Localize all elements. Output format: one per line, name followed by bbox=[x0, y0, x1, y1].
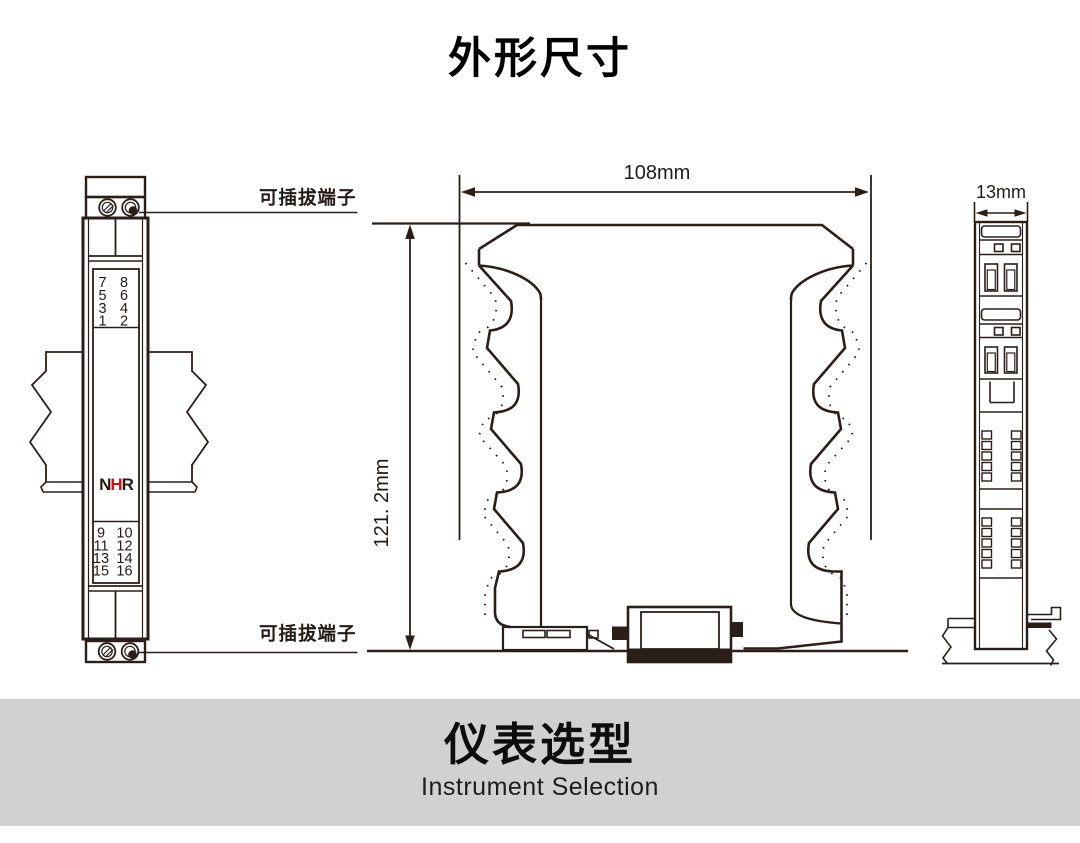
arrowhead-left bbox=[975, 209, 988, 217]
terminal-number: 15 bbox=[93, 564, 109, 580]
terminal-number: 9 bbox=[97, 526, 105, 542]
terminal-number: 5 bbox=[98, 288, 106, 304]
arrowhead-right bbox=[855, 187, 869, 197]
arrowhead-up bbox=[405, 224, 415, 239]
dimension-width: 108mm bbox=[458, 162, 872, 540]
dimension-depth: 13mm bbox=[973, 182, 1029, 222]
front-view: 7 8 5 6 3 4 1 2 NHR 9 10 11 12 13 14 15 … bbox=[28, 175, 358, 664]
terminal-number: 1 bbox=[98, 314, 106, 330]
din-rail-end bbox=[941, 606, 1062, 666]
page-title: 外形尺寸 bbox=[448, 35, 632, 83]
depth-dimension-label: 13mm bbox=[976, 182, 1026, 202]
logo-letter-h: H bbox=[110, 475, 122, 494]
terminal-number: 10 bbox=[116, 526, 132, 542]
logo-letter-n: N bbox=[99, 475, 111, 494]
terminal-number: 6 bbox=[120, 288, 128, 304]
pluggable-terminal-label-bottom: 可插拔端子 bbox=[259, 623, 357, 644]
end-view: 13mm bbox=[941, 182, 1062, 666]
bus-connector bbox=[612, 605, 743, 664]
terminal-number: 8 bbox=[120, 275, 128, 291]
logo-letter-r: R bbox=[122, 475, 134, 494]
lower-terminal-numbers: 9 10 11 12 13 14 15 16 bbox=[93, 526, 133, 580]
screw-icon bbox=[121, 198, 140, 217]
width-dimension-label: 108mm bbox=[624, 162, 691, 184]
banner-subtitle: Instrument Selection bbox=[421, 772, 659, 801]
dimension-height: 121. 2mm bbox=[371, 222, 530, 650]
terminal-number: 2 bbox=[120, 314, 128, 330]
terminal-number: 13 bbox=[93, 551, 109, 567]
screw-icon bbox=[98, 198, 117, 217]
front-module-outline bbox=[81, 175, 150, 664]
terminal-number: 16 bbox=[116, 564, 132, 580]
banner-title: 仪表选型 bbox=[443, 719, 636, 770]
dimension-drawing: 7 8 5 6 3 4 1 2 NHR 9 10 11 12 13 14 15 … bbox=[28, 162, 1062, 666]
din-rail-front bbox=[28, 351, 210, 493]
screw-icon bbox=[97, 642, 117, 661]
terminal-number: 11 bbox=[93, 539, 108, 555]
svg-text:NHR: NHR bbox=[99, 475, 134, 494]
terminal-number: 7 bbox=[98, 275, 106, 291]
terminal-slots bbox=[984, 263, 1018, 374]
side-outline bbox=[477, 223, 855, 650]
terminal-number: 4 bbox=[120, 301, 128, 317]
nhr-logo: NHR bbox=[99, 475, 135, 494]
vent-dots bbox=[464, 262, 868, 617]
pluggable-terminal-label-top: 可插拔端子 bbox=[259, 187, 357, 208]
terminal-number: 12 bbox=[116, 539, 132, 555]
arrowhead-left bbox=[461, 187, 475, 197]
din-clip bbox=[501, 625, 615, 652]
side-view: 108mm 121. 2mm bbox=[367, 162, 908, 664]
upper-terminal-numbers: 7 8 5 6 3 4 1 2 bbox=[98, 275, 128, 330]
terminal-number: 14 bbox=[116, 551, 132, 567]
vent-slats bbox=[981, 430, 1022, 569]
arrowhead-down bbox=[405, 635, 415, 650]
section-banner: 仪表选型 Instrument Selection bbox=[0, 699, 1080, 826]
end-outline bbox=[973, 220, 1029, 651]
terminal-number: 3 bbox=[98, 301, 106, 317]
height-dimension-label: 121. 2mm bbox=[371, 459, 393, 548]
screw-icon bbox=[120, 642, 140, 661]
arrowhead-right bbox=[1014, 209, 1027, 217]
